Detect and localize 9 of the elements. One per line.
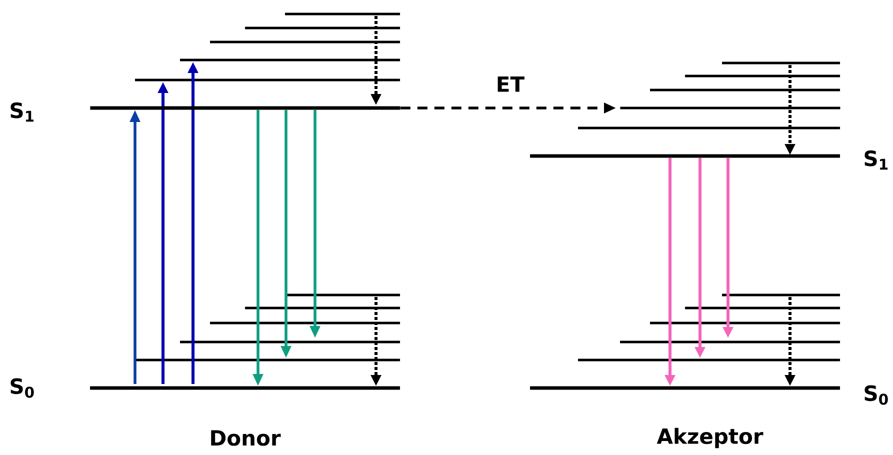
molecule-label: Akzeptor xyxy=(656,428,764,448)
level-label: S$_{0}$ xyxy=(10,378,34,398)
level-label: S$_{1}$ xyxy=(864,150,888,170)
molecule-label: Donor xyxy=(211,430,281,446)
edge-label: ET xyxy=(498,76,524,92)
energy-level xyxy=(620,106,840,110)
level-label: S$_{0}$ xyxy=(864,385,888,405)
level-label: S$_{1}$ xyxy=(10,102,34,122)
energy-level xyxy=(90,106,400,110)
